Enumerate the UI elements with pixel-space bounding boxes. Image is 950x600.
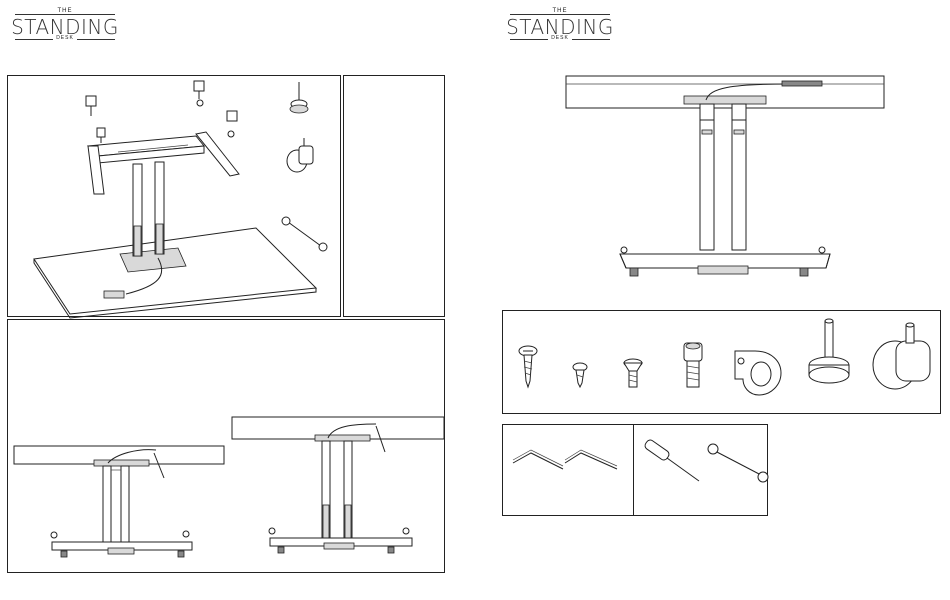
notes-panel — [343, 75, 445, 317]
assembly-diagram-icon — [8, 76, 342, 318]
small-screw-icon — [573, 363, 587, 387]
assembly-panel — [7, 75, 341, 317]
logo-desk: DESK — [15, 35, 115, 41]
desk-front-view-icon — [560, 70, 890, 300]
levelling-glide-icon — [809, 319, 849, 383]
desk-low-position-icon — [14, 446, 224, 557]
height-views-panel — [7, 319, 445, 573]
wrench-icon — [282, 217, 327, 251]
logo-the: THE — [510, 8, 610, 14]
logo-the: THE — [15, 8, 115, 14]
brand-logo-right: THE STANDING DESK — [510, 0, 610, 37]
screwdriver-icon — [643, 438, 699, 481]
hardware-panel — [502, 310, 941, 414]
allen-key-large-icon — [513, 450, 563, 469]
cable-clip-icon — [735, 351, 781, 395]
allen-key-small-icon — [565, 450, 617, 469]
hardware-icons — [503, 311, 942, 415]
glide-icon — [290, 82, 308, 113]
spanner-icon — [708, 444, 768, 482]
tools-panel — [502, 424, 768, 516]
castor-icon — [287, 138, 313, 172]
castor-wheel-icon — [873, 323, 930, 389]
round-head-screw-icon — [519, 346, 537, 387]
flat-head-bolt-icon — [624, 359, 642, 387]
logo-desk: DESK — [510, 35, 610, 41]
tools-icons — [503, 425, 769, 517]
desk-side-view-icon — [8, 320, 446, 574]
brand-logo-left: THE STANDING DESK — [15, 0, 115, 37]
screw-icon — [86, 81, 237, 143]
hex-socket-bolt-icon — [684, 343, 702, 387]
desk-front-view — [560, 70, 890, 300]
desk-high-position-icon — [232, 417, 444, 553]
